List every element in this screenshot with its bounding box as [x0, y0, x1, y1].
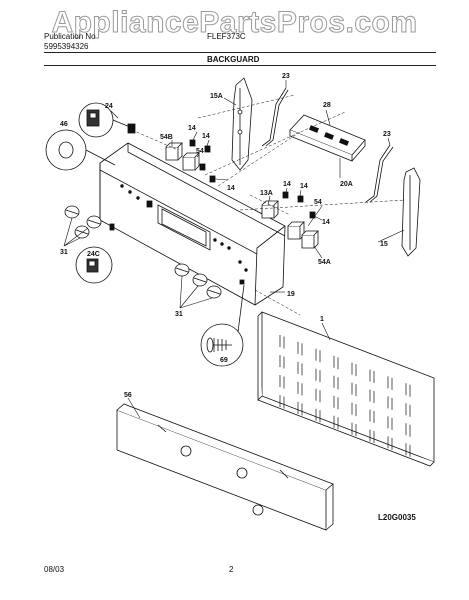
switch-54b — [165, 142, 183, 161]
end-bracket-15a — [231, 77, 253, 171]
end-bracket-15 — [401, 167, 421, 257]
label-46: 46 — [60, 121, 68, 128]
label-24: 24 — [105, 103, 113, 110]
model-number: FLEF373C — [207, 32, 246, 41]
support-rod-23-left — [261, 87, 289, 147]
back-plate-56 — [116, 403, 334, 531]
watermark: AppliancePartsPros.com — [51, 6, 418, 40]
clips-14 — [189, 139, 216, 183]
switch-54 — [182, 152, 200, 171]
callout-screw-69 — [200, 284, 245, 367]
label-54d: 54A — [318, 259, 331, 266]
part-labels: 24 46 54B 14 14 54 14 15A 23 28 23 20A 1… — [60, 73, 391, 399]
knob-set-left — [64, 205, 102, 239]
switch-13a — [261, 200, 279, 219]
control-board-28 — [289, 114, 366, 162]
label-14b: 14 — [202, 133, 210, 140]
dashed-assembly-lines — [131, 94, 406, 316]
switch-54a — [301, 230, 319, 249]
header-rule — [44, 52, 436, 53]
label-23b: 23 — [383, 131, 391, 138]
rear-panel — [257, 311, 435, 467]
label-54a: 54 — [196, 148, 204, 155]
knob-set-right — [174, 263, 222, 299]
label-13a: 13A — [260, 190, 273, 197]
control-panel — [99, 142, 286, 306]
header-rule-2 — [44, 65, 436, 66]
label-14e: 14 — [300, 183, 308, 190]
callout-switch-24c — [75, 246, 113, 284]
callout-switch-24 — [78, 102, 136, 138]
label-28: 28 — [323, 102, 331, 109]
publication-number: 5995394326 — [44, 42, 89, 51]
leader-lines — [63, 80, 405, 419]
diagram-code: L20G0035 — [378, 513, 416, 522]
rear-panel-vents — [279, 335, 411, 457]
label-31b: 31 — [175, 311, 183, 318]
label-15a: 15A — [210, 93, 223, 100]
label-20a: 20A — [340, 181, 353, 188]
label-14d: 14 — [283, 181, 291, 188]
label-24c: 24C — [87, 251, 100, 258]
label-15: 15 — [380, 241, 388, 248]
label-1: 1 — [320, 316, 324, 323]
label-56: 56 — [124, 392, 132, 399]
label-14c: 14 — [227, 185, 235, 192]
support-rod-23-right — [365, 144, 394, 203]
label-31a: 31 — [60, 249, 68, 256]
page-number: 2 — [229, 565, 234, 574]
footer-date: 08/03 — [44, 565, 65, 574]
label-54c: 54 — [314, 199, 322, 206]
label-14a: 14 — [188, 125, 196, 132]
switch-54-right — [287, 221, 305, 240]
label-23a: 23 — [282, 73, 290, 80]
section-title: BACKGUARD — [207, 55, 260, 64]
label-54b: 54B — [160, 134, 173, 141]
label-19: 19 — [287, 291, 295, 298]
callout-knob-46 — [45, 129, 116, 171]
label-69: 69 — [220, 357, 228, 364]
label-14f: 14 — [322, 219, 330, 226]
publication-label: Publication No — [44, 32, 96, 41]
clips-14-right — [282, 191, 316, 219]
